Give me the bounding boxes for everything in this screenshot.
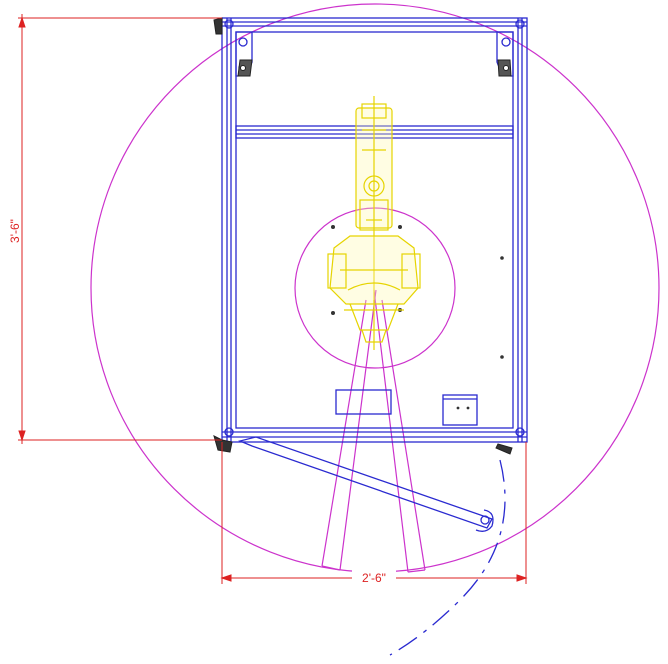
frame-outer bbox=[221, 17, 528, 443]
width-dimension-label: 2'-6" bbox=[362, 571, 386, 585]
floor-panel-left bbox=[335, 389, 392, 415]
robot-arm bbox=[327, 96, 421, 350]
mount-holes bbox=[331, 225, 504, 410]
door-swing-arc bbox=[389, 459, 506, 656]
dimension-width bbox=[220, 442, 528, 584]
reach-wedge-left bbox=[321, 299, 367, 567]
frame-inner bbox=[235, 31, 514, 429]
reach-wedge-right bbox=[381, 299, 426, 571]
inner-reach-circle bbox=[294, 207, 456, 369]
dimension-height bbox=[18, 14, 222, 444]
control-box bbox=[442, 394, 478, 426]
reach-wedge-left-b bbox=[321, 289, 377, 571]
door-leaf bbox=[237, 436, 493, 529]
height-dimension-label: 3'-6" bbox=[8, 219, 22, 243]
reach-wedge-right-b bbox=[373, 289, 426, 573]
